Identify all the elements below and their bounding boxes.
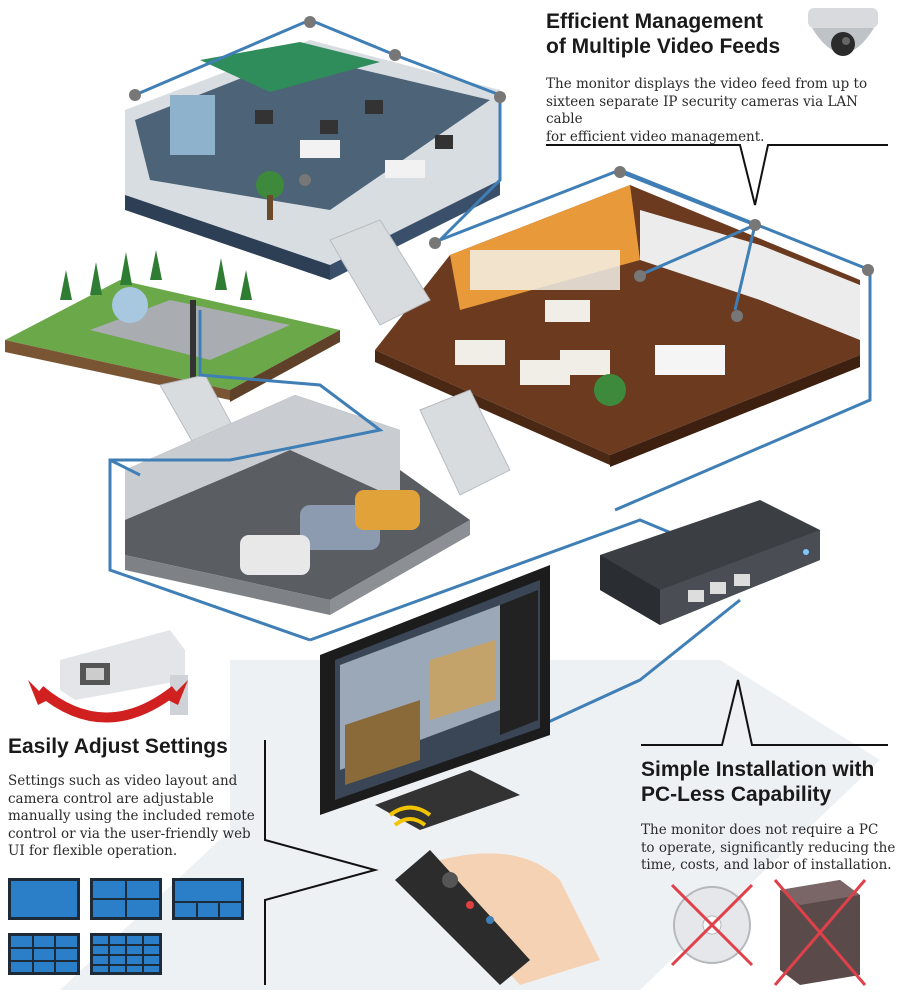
installation-heading-line1: Simple Installation with <box>641 758 875 781</box>
bullet-camera-icon <box>60 630 188 715</box>
network-hub-icon <box>600 500 820 625</box>
video-feeds-heading-line1: Efficient Management <box>546 10 764 33</box>
installation-body-line3: time, costs, and labor of installation. <box>641 857 892 874</box>
installation-heading-line2: PC-Less Capability <box>641 782 832 806</box>
installation-heading: Simple Installation with PC-Less Capabil… <box>641 758 899 808</box>
adjust-settings-body-line5: UI for flexible operation. <box>8 843 178 860</box>
remote-control-icon <box>388 805 600 985</box>
installation-description: The monitor does not require a PC to ope… <box>641 822 896 875</box>
layout-sixteen <box>90 933 162 975</box>
adjust-settings-body-line3: manually using the included remote <box>8 808 255 825</box>
store-room <box>375 185 860 467</box>
park-area <box>5 250 340 402</box>
adjust-settings-heading: Easily Adjust Settings <box>8 735 228 758</box>
parking-garage <box>125 395 470 615</box>
installation-body-line2: to operate, significantly reducing the <box>641 839 896 856</box>
adjust-settings-body-line1: Settings such as video layout and <box>8 773 238 789</box>
adjust-settings-body-line4: control or via the user-friendly web <box>8 825 251 842</box>
layout-quad <box>90 878 162 920</box>
disc-crossed-icon <box>670 883 754 967</box>
monitor-icon <box>320 565 550 830</box>
video-feeds-heading-line2: of Multiple Video Feeds <box>546 34 781 58</box>
screen-layout-options <box>8 878 244 975</box>
dome-cameras <box>129 16 874 322</box>
pc-tower-crossed-icon <box>773 879 867 986</box>
video-feeds-body-line3: for efficient video management. <box>546 128 765 145</box>
layout-nine <box>8 933 80 975</box>
video-feeds-body-line2: sixteen separate IP security cameras via… <box>546 93 858 128</box>
video-feeds-body-line1: The monitor displays the video feed from… <box>546 76 868 92</box>
dome-camera-icon <box>808 8 878 56</box>
adjust-settings-description: Settings such as video layout and camera… <box>8 773 258 861</box>
video-feeds-heading: Efficient Management of Multiple Video F… <box>546 10 806 60</box>
callout-lines <box>264 144 888 985</box>
adjust-settings-body-line2: camera control are adjustable <box>8 790 214 807</box>
layout-single <box>8 878 80 920</box>
video-feeds-description: The monitor displays the video feed from… <box>546 76 876 146</box>
rotate-arrow-icon <box>28 680 188 723</box>
installation-body-line1: The monitor does not require a PC <box>641 822 879 838</box>
layout-one-plus-three <box>172 878 244 920</box>
